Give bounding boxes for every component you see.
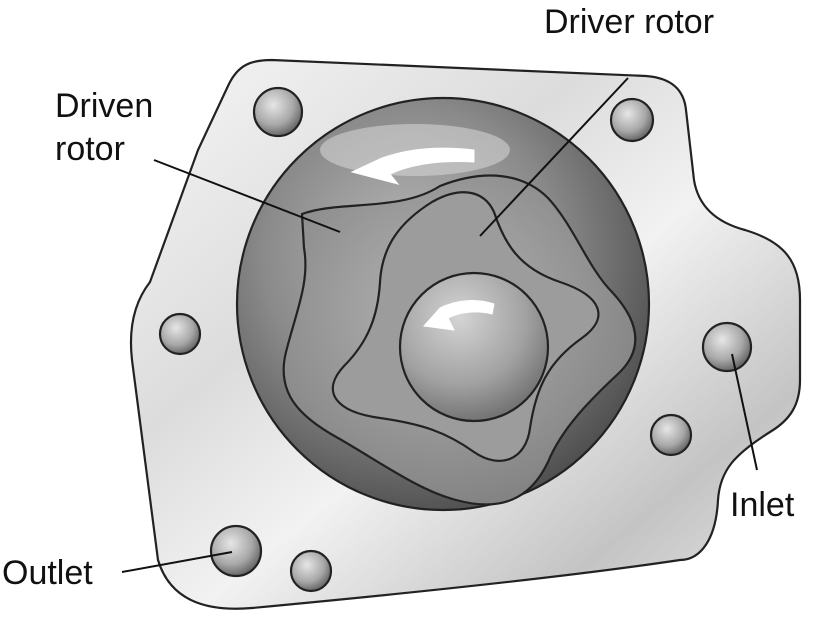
drive-shaft — [398, 271, 550, 423]
outlet-port — [209, 524, 263, 578]
driven-rotor-label-line2: rotor — [55, 130, 125, 168]
outlet-label: Outlet — [2, 554, 93, 592]
driver-rotor-label: Driver rotor — [544, 3, 714, 41]
bolt-hole-bottom — [289, 549, 333, 593]
curved-arrow-counterclockwise-icon — [423, 300, 495, 331]
bolt-hole-top-right — [609, 97, 655, 143]
inlet-port — [701, 321, 753, 373]
bolt-hole-top-left — [252, 86, 304, 138]
inlet-label: Inlet — [730, 486, 795, 524]
outlet-leader — [121, 551, 233, 573]
driver-rotor-leader — [479, 77, 629, 237]
bolt-hole-right-lower — [649, 413, 693, 457]
bolt-hole-left — [158, 312, 202, 356]
driven-rotor-leader — [153, 159, 341, 233]
curved-arrow-counterclockwise-icon — [350, 147, 475, 185]
inlet-leader — [731, 353, 758, 471]
driven-rotor-label-line1: Driven — [55, 87, 153, 125]
